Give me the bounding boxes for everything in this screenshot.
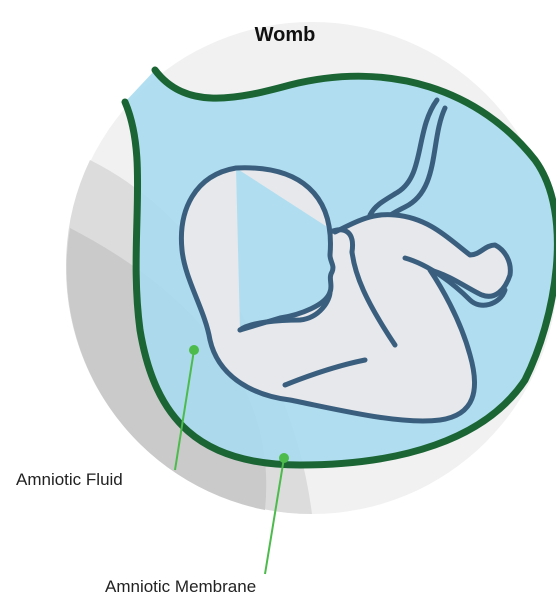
amniotic-fluid-label: Amniotic Fluid xyxy=(16,470,123,490)
amniotic-membrane-label: Amniotic Membrane xyxy=(105,577,256,597)
diagram-title: Womb xyxy=(0,24,556,47)
